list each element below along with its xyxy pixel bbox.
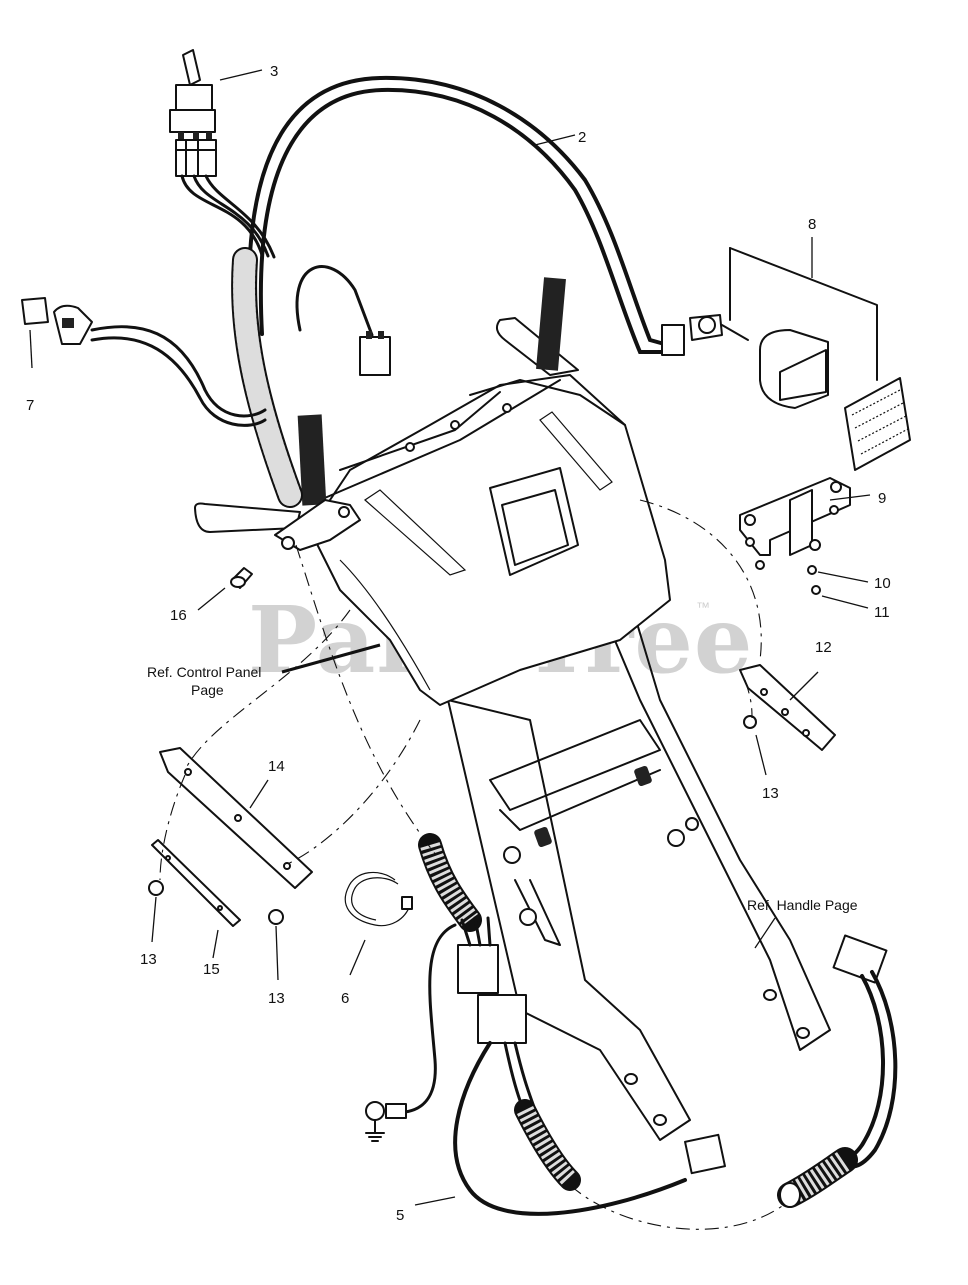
levers xyxy=(194,277,579,551)
leader-lines xyxy=(29,69,871,1206)
handle-frame xyxy=(447,599,831,1141)
callout-11: 11 xyxy=(874,604,890,621)
callout-labels: 3 2 8 7 9 10 11 12 13 14 13 15 13 6 16 5 xyxy=(26,63,891,1224)
handle-harness xyxy=(777,934,898,1208)
ignition-key-7 xyxy=(21,297,267,427)
headlight-8 xyxy=(729,247,911,471)
callout-6: 6 xyxy=(341,990,349,1007)
wire-harness-5 xyxy=(365,833,791,1230)
headlight-bracket-9 xyxy=(739,477,851,595)
callout-5: 5 xyxy=(396,1207,404,1224)
harness-connector xyxy=(359,331,391,376)
callout-15: 15 xyxy=(203,961,220,978)
callout-8: 8 xyxy=(808,216,816,233)
callout-2: 2 xyxy=(578,129,586,146)
callout-16: 16 xyxy=(170,607,187,624)
toggle-switch-3 xyxy=(169,49,276,259)
callout-9: 9 xyxy=(878,490,886,507)
watermark-trademark: ™ xyxy=(696,599,710,615)
callout-10: 10 xyxy=(874,575,891,592)
callout-12: 12 xyxy=(815,639,832,656)
callout-7: 7 xyxy=(26,397,34,414)
callout-14: 14 xyxy=(268,758,285,775)
bracket-12 xyxy=(739,664,836,751)
ref-control-panel-line2: Page xyxy=(191,682,224,698)
bracket-14 xyxy=(148,747,313,927)
routing-lines xyxy=(159,499,762,881)
callout-3: 3 xyxy=(270,63,278,80)
wire-harness-2 xyxy=(246,75,670,354)
callout-13-middle: 13 xyxy=(268,990,285,1007)
screw-16 xyxy=(230,567,253,589)
ref-handle-page: Ref. Handle Page xyxy=(747,897,858,913)
wire-connector-6 xyxy=(344,871,413,927)
control-panel xyxy=(309,374,671,706)
light-socket-connector xyxy=(661,314,749,356)
ref-control-panel-line1: Ref. Control Panel xyxy=(147,664,261,680)
callout-13-left: 13 xyxy=(140,951,157,968)
callout-13-right: 13 xyxy=(762,785,779,802)
wire-loom-left xyxy=(231,247,303,508)
reference-labels: Ref. Control Panel Page Ref. Handle Page xyxy=(147,664,858,913)
